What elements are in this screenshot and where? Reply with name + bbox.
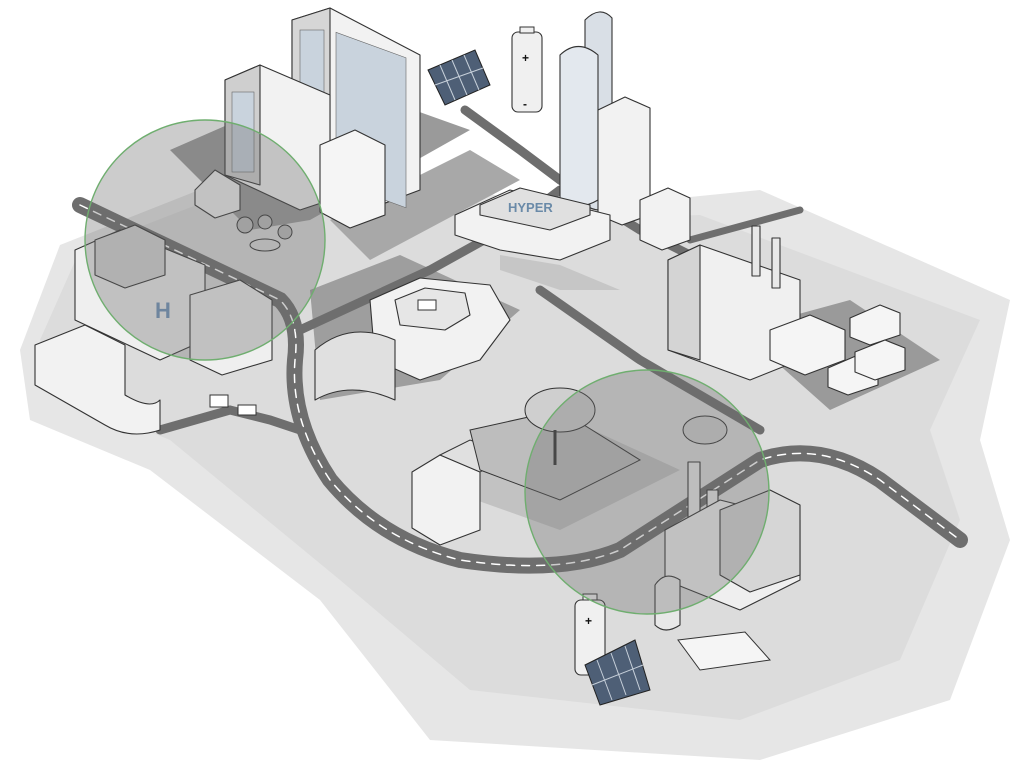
- tree-icon: [524, 387, 596, 433]
- battery-icon: + -: [511, 26, 543, 113]
- hypermarket: HYPER: [454, 187, 620, 290]
- battery-negative-label: -: [523, 97, 527, 111]
- microgrid-zone-hospital: [84, 119, 326, 361]
- energy-storage-top: + -: [427, 26, 543, 113]
- hospital-sign: H: [155, 298, 171, 323]
- glass-towers: [559, 11, 691, 251]
- solar-panel-icon: [584, 639, 651, 706]
- tree-icon: [236, 216, 254, 234]
- hypermarket-sign: HYPER: [508, 200, 553, 215]
- industrial-factory: [667, 225, 906, 396]
- battery-positive-label: +: [585, 614, 592, 628]
- energy-storage-bottom: +: [574, 593, 651, 706]
- office-towers: [224, 7, 421, 229]
- battery-positive-label: +: [522, 51, 529, 65]
- stadium: [314, 277, 511, 401]
- microgrid-zone-powerplant: [524, 369, 770, 615]
- smoke-icon: [682, 415, 728, 445]
- villa-with-courtyard: [411, 387, 642, 546]
- house-and-park: [194, 169, 293, 252]
- power-plant: [654, 415, 801, 671]
- hospital: H: [34, 224, 273, 435]
- microgrid-zones: [84, 119, 770, 615]
- truck-icon: [827, 304, 906, 396]
- solar-panel-icon: [427, 49, 491, 106]
